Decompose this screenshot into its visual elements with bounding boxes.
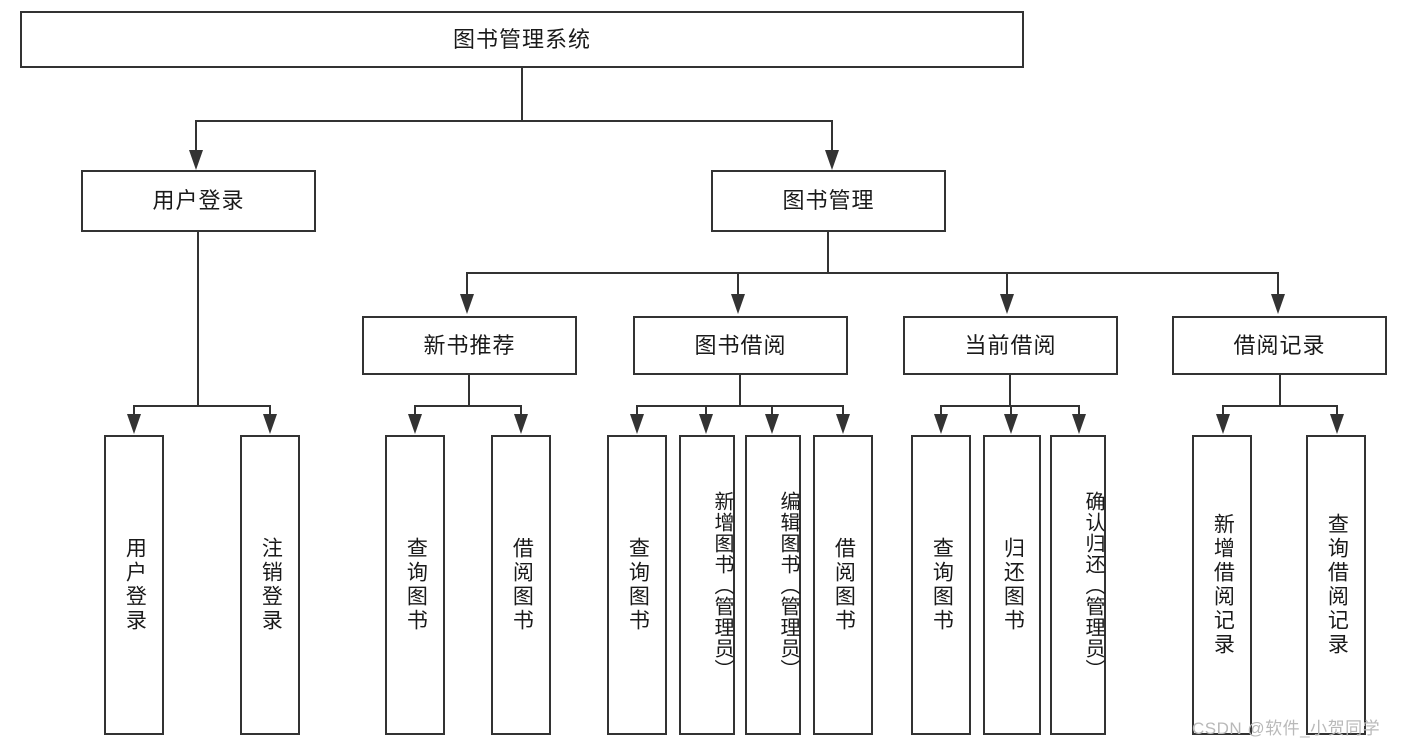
arrowhead-bb-add: [699, 414, 713, 434]
node-label: 确认归还（管理员）: [1082, 490, 1104, 680]
arrowhead-leaf-logout: [263, 414, 277, 434]
leaf-cb-return-book[interactable]: 归还图书: [983, 435, 1041, 735]
leaf-bb-borrow-book[interactable]: 借阅图书: [813, 435, 873, 735]
connector-current-borrow-stem: [1009, 375, 1011, 405]
node-label: 查询图书: [930, 537, 954, 633]
arrowhead-nb-query: [408, 414, 422, 434]
leaf-nb-borrow-book[interactable]: 借阅图书: [491, 435, 551, 735]
connector-drop-bb-query: [636, 405, 638, 417]
arrowhead-br-add: [1216, 414, 1230, 434]
leaf-br-query-record[interactable]: 查询借阅记录: [1306, 435, 1366, 735]
leaf-logout[interactable]: 注销登录: [240, 435, 300, 735]
node-new-book-recommend[interactable]: 新书推荐: [362, 316, 577, 375]
leaf-cb-confirm-return-admin[interactable]: 确认归还（管理员）: [1050, 435, 1106, 735]
node-label: 图书管理系统: [452, 26, 591, 52]
connector-level2-bus: [195, 120, 833, 122]
node-label: 图书管理: [782, 188, 875, 214]
arrowhead-bb-borrow: [836, 414, 850, 434]
node-label: 新书推荐: [423, 332, 516, 358]
arrowhead-current-borrow: [1000, 294, 1014, 314]
connector-drop-bb-edit: [771, 405, 773, 417]
node-label: 新增借阅记录: [1211, 513, 1235, 657]
connector-book-borrow-stem: [739, 375, 741, 405]
arrowhead-book-borrow: [731, 294, 745, 314]
node-label: 用户登录: [152, 188, 245, 214]
node-label: 借阅图书: [510, 537, 534, 633]
node-root-book-management-system[interactable]: 图书管理系统: [20, 11, 1024, 68]
connector-borrow-record-stem: [1279, 375, 1281, 405]
leaf-nb-query-book[interactable]: 查询图书: [385, 435, 445, 735]
arrowhead-bb-query: [630, 414, 644, 434]
connector-drop-leaf-user-login: [133, 405, 135, 417]
connector-drop-borrow-record: [1277, 272, 1279, 296]
arrowhead-leaf-user-login: [127, 414, 141, 434]
connector-new-book-stem: [468, 375, 470, 405]
connector-drop-bb-add: [705, 405, 707, 417]
connector-book-management-stem: [827, 232, 829, 274]
node-user-login[interactable]: 用户登录: [81, 170, 316, 232]
connector-user-login-bus: [133, 405, 269, 407]
node-label: 借阅图书: [832, 537, 856, 633]
node-label: 借阅记录: [1233, 332, 1326, 358]
connector-drop-br-add: [1222, 405, 1224, 417]
connector-drop-book-borrow: [737, 272, 739, 296]
connector-book-borrow-bus: [636, 405, 844, 407]
node-book-management[interactable]: 图书管理: [711, 170, 946, 232]
node-label: 查询图书: [626, 537, 650, 633]
connector-drop-leaf-logout: [269, 405, 271, 417]
arrowhead-book-management: [825, 150, 839, 170]
connector-root-stem: [521, 68, 523, 120]
connector-drop-user-login: [195, 120, 197, 152]
arrowhead-borrow-record: [1271, 294, 1285, 314]
connector-drop-nb-query: [414, 405, 416, 417]
connector-drop-bb-borrow: [842, 405, 844, 417]
connector-drop-new-book: [466, 272, 468, 296]
connector-level3-bus: [466, 272, 1279, 274]
connector-drop-book-management: [831, 120, 833, 152]
connector-drop-cb-confirm: [1078, 405, 1080, 417]
connector-new-book-bus: [414, 405, 522, 407]
node-label: 查询图书: [404, 537, 428, 633]
arrowhead-user-login: [189, 150, 203, 170]
arrowhead-cb-return: [1004, 414, 1018, 434]
arrowhead-br-query: [1330, 414, 1344, 434]
node-current-borrow[interactable]: 当前借阅: [903, 316, 1118, 375]
leaf-bb-edit-book-admin[interactable]: 编辑图书（管理员）: [745, 435, 801, 735]
node-label: 当前借阅: [964, 332, 1057, 358]
node-label: 查询借阅记录: [1325, 513, 1349, 657]
leaf-br-add-record[interactable]: 新增借阅记录: [1192, 435, 1252, 735]
node-label: 新增图书（管理员）: [711, 490, 733, 680]
leaf-bb-add-book-admin[interactable]: 新增图书（管理员）: [679, 435, 735, 735]
arrowhead-bb-edit: [765, 414, 779, 434]
arrowhead-cb-confirm: [1072, 414, 1086, 434]
connector-drop-nb-borrow: [520, 405, 522, 417]
node-label: 用户登录: [123, 537, 147, 633]
leaf-cb-query-book[interactable]: 查询图书: [911, 435, 971, 735]
node-book-borrow[interactable]: 图书借阅: [633, 316, 848, 375]
node-label: 归还图书: [1001, 537, 1025, 633]
csdn-watermark: CSDN @软件_小贺同学: [1192, 719, 1381, 738]
arrowhead-cb-query: [934, 414, 948, 434]
node-label: 编辑图书（管理员）: [777, 490, 799, 680]
connector-drop-cb-query: [940, 405, 942, 417]
arrowhead-nb-borrow: [514, 414, 528, 434]
arrowhead-new-book: [460, 294, 474, 314]
node-label: 注销登录: [259, 537, 283, 633]
connector-drop-cb-return: [1010, 405, 1012, 417]
node-label: 图书借阅: [694, 332, 787, 358]
connector-drop-br-query: [1336, 405, 1338, 417]
connector-drop-current-borrow: [1006, 272, 1008, 296]
node-borrow-record[interactable]: 借阅记录: [1172, 316, 1387, 375]
leaf-user-login[interactable]: 用户登录: [104, 435, 164, 735]
leaf-bb-query-book[interactable]: 查询图书: [607, 435, 667, 735]
connector-user-login-stem: [197, 232, 199, 405]
connector-borrow-record-bus: [1222, 405, 1338, 407]
